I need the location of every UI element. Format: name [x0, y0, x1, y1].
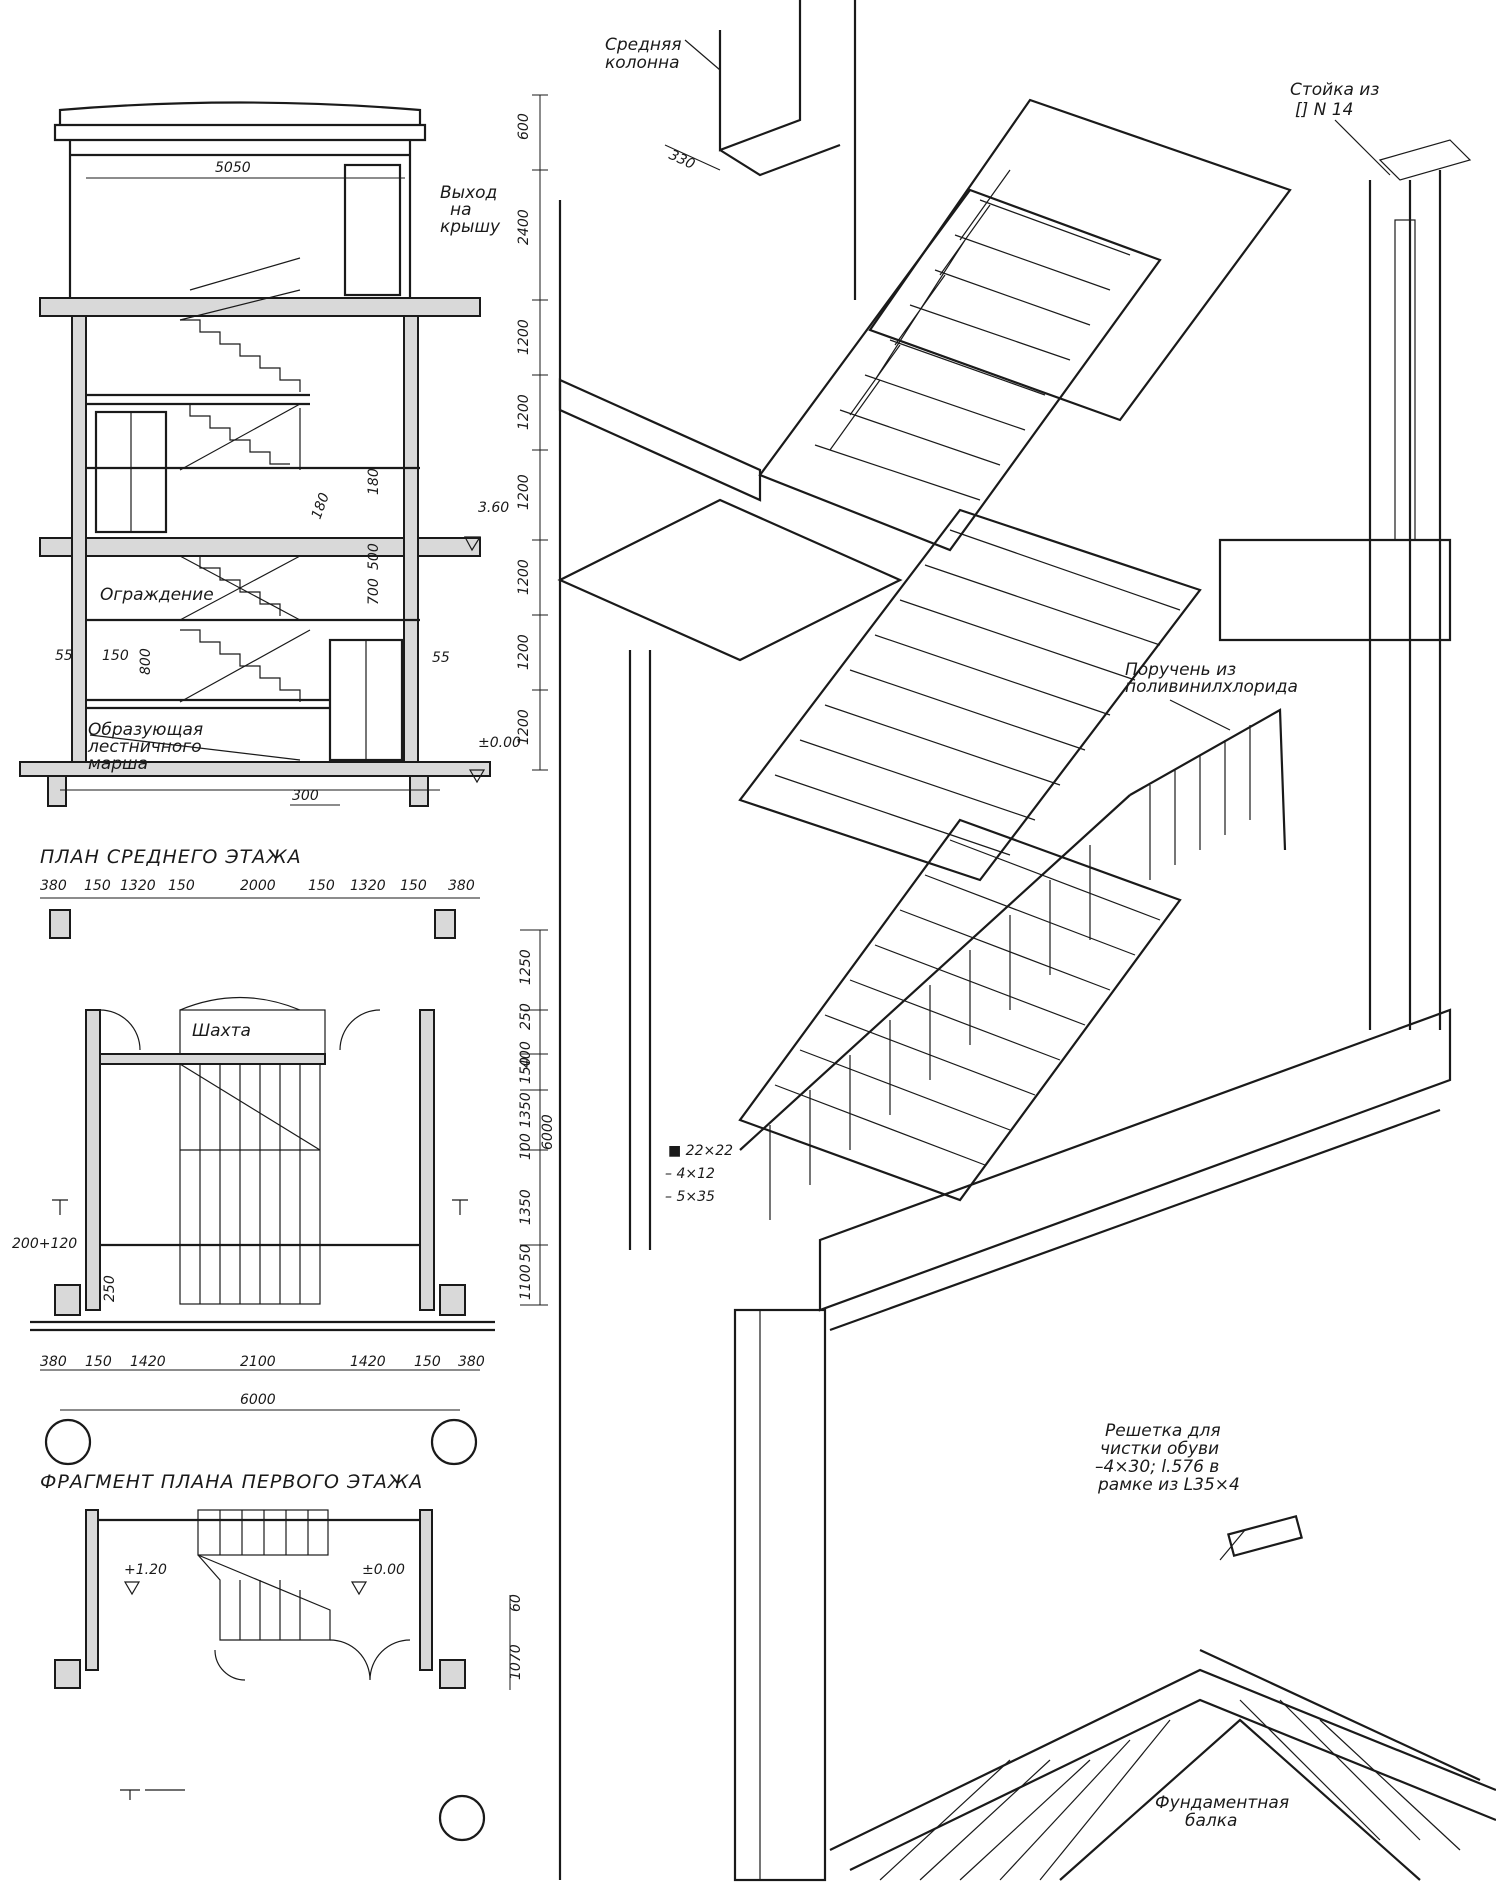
dim-1200-c: 1200 [516, 474, 532, 510]
axonometric-labels: Средняя колонна 330 Стойка из [] N 14 По… [605, 35, 1379, 1831]
right-dim-7: 50 [518, 1244, 534, 1262]
fence-label: Ограждение [100, 585, 214, 605]
section-labels: 5050 Выход на крышу Ограждение Образующа… [55, 113, 532, 804]
dim-1200-b: 1200 [516, 394, 532, 430]
plan-ground-title: ФРАГМЕНТ ПЛАНА ПЕРВОГО ЭТАЖА [40, 1471, 423, 1493]
top-dim-1: 150 [84, 878, 111, 894]
dim-800: 800 [138, 648, 154, 675]
stringer-label-3: марша [88, 754, 148, 774]
dim-180-b: 180 [366, 468, 382, 495]
axonometric-view [557, 0, 1496, 1882]
right-dim-2: 400 [518, 1041, 534, 1068]
stringer-label-1: Образующая [88, 720, 203, 740]
column-right-bottom [439, 1284, 466, 1316]
bottom-dim-6: 380 [458, 1354, 485, 1370]
bottom-dim-2: 1420 [130, 1354, 166, 1370]
post-label-1: Стойка из [1290, 80, 1379, 100]
exit-roof-label-3: крышу [440, 217, 501, 237]
dim-55-right: 55 [432, 650, 450, 666]
plan-ground-labels: ФРАГМЕНТ ПЛАНА ПЕРВОГО ЭТАЖА +1.20 ±0.00… [40, 1471, 524, 1680]
top-dim-6: 1320 [350, 878, 386, 894]
profile-label-1: ■ 22×22 [668, 1143, 733, 1159]
level-360: 3.60 [478, 500, 509, 516]
dim-180-a: 180 [309, 491, 333, 522]
exit-roof-label-1: Выход [440, 183, 497, 203]
level-000: ±0.00 [478, 735, 521, 751]
staircase-section [19, 94, 548, 807]
plan-middle-floor [30, 897, 548, 1466]
top-dim-4: 2000 [240, 878, 276, 894]
dim-330: 330 [666, 147, 697, 173]
grate-label-1: Решетка для [1105, 1421, 1221, 1441]
column-right-ground [439, 1659, 466, 1689]
right-dim-0: 1250 [518, 949, 534, 985]
section-width-dim: 5050 [215, 160, 251, 176]
right-dim-5: 100 [518, 1133, 534, 1160]
axis-bubble-ground [438, 1794, 486, 1842]
right-dim-1: 250 [518, 1003, 534, 1030]
exit-roof-label-2: на [450, 200, 472, 220]
dim-500: 500 [366, 543, 382, 570]
middle-column-label-2: колонна [605, 53, 680, 73]
bottom-dim-4: 1420 [350, 1354, 386, 1370]
left-dim: 200+120 [12, 1236, 77, 1252]
profile-label-3: – 5×35 [665, 1189, 715, 1205]
bottom-dim-5: 150 [414, 1354, 441, 1370]
bottom-dim-0: 380 [40, 1354, 67, 1370]
column-left-ground [54, 1659, 81, 1689]
plan-ground-floor [54, 1509, 511, 1842]
level-zero: ±0.00 [362, 1562, 405, 1578]
stringer-label-2: лестничного [87, 737, 202, 757]
dim-600: 600 [516, 113, 532, 140]
axis-bubble-left [44, 1418, 92, 1466]
dim-1200-d: 1200 [516, 559, 532, 595]
dim-1200-f: 1200 [516, 709, 532, 745]
top-dim-3: 150 [168, 878, 195, 894]
grate-label-4: рамке из L35×4 [1097, 1475, 1240, 1495]
dim-55-left: 55 [55, 648, 73, 664]
small-dim: 250 [102, 1275, 118, 1302]
column-left-top [49, 909, 71, 939]
foundation-beam-label-1: Фундаментная [1155, 1793, 1289, 1813]
column-left-bottom [54, 1284, 81, 1316]
foundation-beam-label-2: балка [1185, 1811, 1237, 1831]
handrail-label-2: поливинилхлорида [1125, 677, 1298, 697]
top-dim-2: 1320 [120, 878, 156, 894]
plan-middle-title: ПЛАН СРЕДНЕГО ЭТАЖА [40, 846, 302, 868]
top-dim-7: 150 [400, 878, 427, 894]
bottom-dim-1: 150 [85, 1354, 112, 1370]
dim-300: 300 [292, 788, 319, 804]
right-dim-6: 1350 [518, 1189, 534, 1225]
grate-label-3: –4×30; l.576 в [1095, 1457, 1219, 1477]
dim-1200-a: 1200 [516, 319, 532, 355]
bottom-dim-3: 2100 [240, 1354, 276, 1370]
level-plus-120: +1.20 [124, 1562, 167, 1578]
right-total: 6000 [540, 1114, 556, 1150]
right-dim-4: 1350 [518, 1092, 534, 1128]
axis-bubble-right [430, 1418, 478, 1466]
ground-dim-60: 60 [508, 1594, 524, 1612]
profile-label-2: – 4×12 [665, 1166, 715, 1182]
column-right-top [434, 909, 456, 939]
handrail-label-1: Поручень из [1125, 660, 1236, 680]
right-dim-3: 150 [518, 1057, 534, 1084]
dim-1200-e: 1200 [516, 634, 532, 670]
bottom-total: 6000 [240, 1392, 276, 1408]
top-dim-8: 380 [448, 878, 475, 894]
dim-150: 150 [102, 648, 129, 664]
grate-label-2: чистки обуви [1100, 1439, 1219, 1459]
post-label-2: [] N 14 [1295, 100, 1353, 120]
dim-2400: 2400 [516, 209, 532, 245]
dim-700: 700 [366, 578, 382, 605]
middle-column-label-1: Средняя [605, 35, 681, 55]
top-dim-5: 150 [308, 878, 335, 894]
shoe-grate [1226, 1514, 1304, 1558]
shaft-label: Шахта [192, 1021, 251, 1041]
ground-dim-1070: 1070 [508, 1644, 524, 1680]
top-dim-0: 380 [40, 878, 67, 894]
plan-middle-labels: ПЛАН СРЕДНЕГО ЭТАЖА 380 150 1320 150 200… [12, 846, 556, 1408]
right-dim-8: 1100 [518, 1264, 534, 1300]
